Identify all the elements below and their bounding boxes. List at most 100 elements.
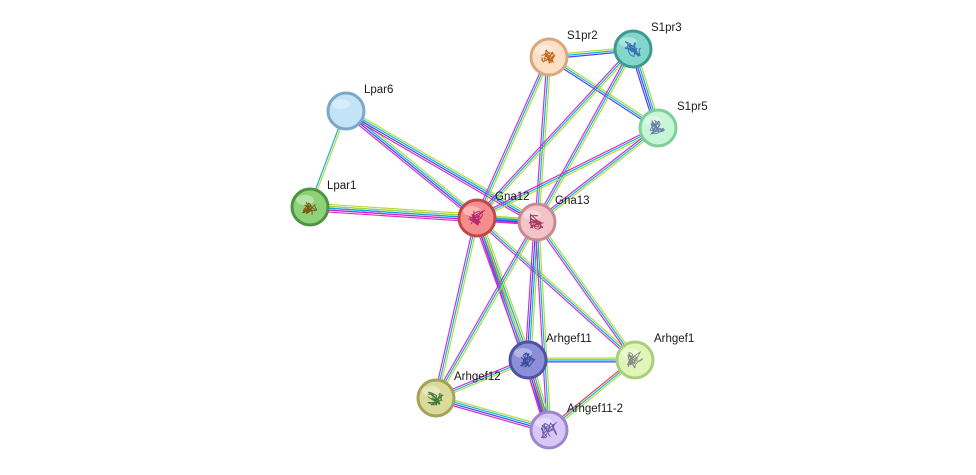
node-label: Arhgef12 xyxy=(454,371,501,383)
edge-s1pr2-gna13[interactable] xyxy=(534,56,552,223)
edge-evidence-line xyxy=(538,49,636,224)
edge-evidence-line xyxy=(547,58,658,131)
edge-arhgef12-arhgef11-2[interactable] xyxy=(435,394,550,434)
edge-evidence-line xyxy=(536,56,550,223)
protein-structure-icon xyxy=(302,201,318,216)
node-s1pr3[interactable]: S1pr3 xyxy=(613,22,682,69)
edge-evidence-line xyxy=(436,394,550,428)
node-label: Lpar1 xyxy=(327,180,356,192)
edge-evidence-line xyxy=(310,202,478,215)
protein-structure-icon xyxy=(624,40,641,57)
node-highlight xyxy=(422,386,440,396)
node-lpar6[interactable]: Lpar6 xyxy=(326,84,393,131)
node-s1pr2[interactable]: S1pr2 xyxy=(529,30,598,77)
node-label: S1pr3 xyxy=(651,22,682,34)
edge-evidence-line xyxy=(346,109,538,222)
protein-structure-icon xyxy=(541,49,556,65)
edge-evidence-line xyxy=(344,112,536,225)
node-arhgef11-2[interactable]: Arhgef11-2 xyxy=(529,403,623,450)
edge-evidence-line xyxy=(435,398,549,432)
protein-structure-icon xyxy=(520,352,536,368)
edge-evidence-line xyxy=(345,111,477,220)
protein-structure-icon xyxy=(528,213,544,230)
edge-s1pr5-gna13[interactable] xyxy=(535,126,660,224)
edge-evidence-line xyxy=(436,396,550,430)
node-arhgef11[interactable]: Arhgef11 xyxy=(508,333,592,380)
edge-evidence-line xyxy=(477,49,635,220)
node-label: Lpar6 xyxy=(364,84,393,96)
node-lpar1[interactable]: Lpar1 xyxy=(290,180,356,227)
edge-lpar1-gna13[interactable] xyxy=(309,204,538,225)
node-s1pr5[interactable]: S1pr5 xyxy=(638,101,708,148)
edge-evidence-line xyxy=(538,220,638,360)
edge-evidence-line xyxy=(346,109,478,218)
edge-evidence-line xyxy=(475,125,658,217)
edge-evidence-line xyxy=(476,48,634,219)
edge-s1pr5-gna12[interactable] xyxy=(475,125,660,221)
node-circle xyxy=(508,340,548,380)
edge-evidence-line xyxy=(309,210,477,223)
node-label: Arhgef11-2 xyxy=(567,403,623,415)
node-label: Arhgef1 xyxy=(654,333,694,345)
edge-evidence-line xyxy=(435,217,478,399)
edge-evidence-line xyxy=(437,222,540,400)
edge-s1pr2-s1pr5[interactable] xyxy=(547,54,660,131)
edge-evidence-line xyxy=(526,221,537,360)
node-label: S1pr5 xyxy=(677,101,708,113)
node-highlight xyxy=(332,99,350,109)
node-gna13[interactable]: Gna13 xyxy=(517,195,590,242)
node-circle xyxy=(517,202,557,242)
node-circle xyxy=(457,198,497,238)
edge-gna13-arhgef12[interactable] xyxy=(433,220,540,400)
node-arhgef1[interactable]: Arhgef1 xyxy=(615,333,694,380)
edge-evidence-line xyxy=(534,222,548,431)
edge-evidence-line xyxy=(476,56,550,219)
edge-evidence-line xyxy=(538,57,552,223)
node-highlight xyxy=(296,195,314,205)
edge-evidence-line xyxy=(309,206,538,223)
edge-evidence-line xyxy=(477,216,637,360)
edge-evidence-line xyxy=(536,127,659,223)
protein-structure-icon xyxy=(540,421,557,439)
node-highlight xyxy=(463,206,481,216)
edge-evidence-line xyxy=(477,129,660,221)
edge-evidence-line xyxy=(474,55,548,218)
edge-evidence-line xyxy=(476,217,636,361)
node-highlight xyxy=(535,45,553,55)
node-highlight xyxy=(619,37,637,47)
edge-evidence-line xyxy=(538,221,552,430)
node-label: S1pr2 xyxy=(567,30,598,42)
edge-gna13-arhgef11-2[interactable] xyxy=(534,221,552,431)
protein-structure-icon xyxy=(426,391,444,406)
node-label: Gna13 xyxy=(555,195,590,207)
edge-s1pr2-gna12[interactable] xyxy=(474,55,552,220)
edge-evidence-line xyxy=(433,217,476,398)
edge-lpar6-gna12[interactable] xyxy=(343,108,480,221)
edge-evidence-line xyxy=(435,400,549,434)
edge-evidence-line xyxy=(524,221,535,360)
edge-s1pr3-gna13[interactable] xyxy=(534,47,636,224)
node-label: Arhgef11 xyxy=(546,333,592,345)
edge-gna13-arhgef1[interactable] xyxy=(534,220,638,362)
edge-evidence-line xyxy=(343,112,476,221)
edge-evidence-line xyxy=(480,216,533,359)
edge-evidence-line xyxy=(347,108,480,217)
edge-evidence-line xyxy=(476,127,659,219)
edge-evidence-line xyxy=(534,56,548,222)
edge-gna12-arhgef1[interactable] xyxy=(475,216,637,362)
edge-evidence-line xyxy=(433,220,536,398)
edge-evidence-line xyxy=(310,204,538,221)
node-label: Gna12 xyxy=(495,191,530,203)
protein-structure-icon xyxy=(649,119,666,135)
edge-evidence-line xyxy=(536,221,550,431)
edge-s1pr3-gna12[interactable] xyxy=(475,47,635,220)
edge-evidence-line xyxy=(478,57,552,220)
node-arhgef12[interactable]: Arhgef12 xyxy=(416,371,501,418)
protein-structure-icon xyxy=(467,209,486,226)
edge-evidence-line xyxy=(435,221,538,399)
node-circle xyxy=(326,91,366,131)
edge-gna12-arhgef12[interactable] xyxy=(433,217,480,399)
node-gna12[interactable]: Gna12 xyxy=(457,191,530,238)
